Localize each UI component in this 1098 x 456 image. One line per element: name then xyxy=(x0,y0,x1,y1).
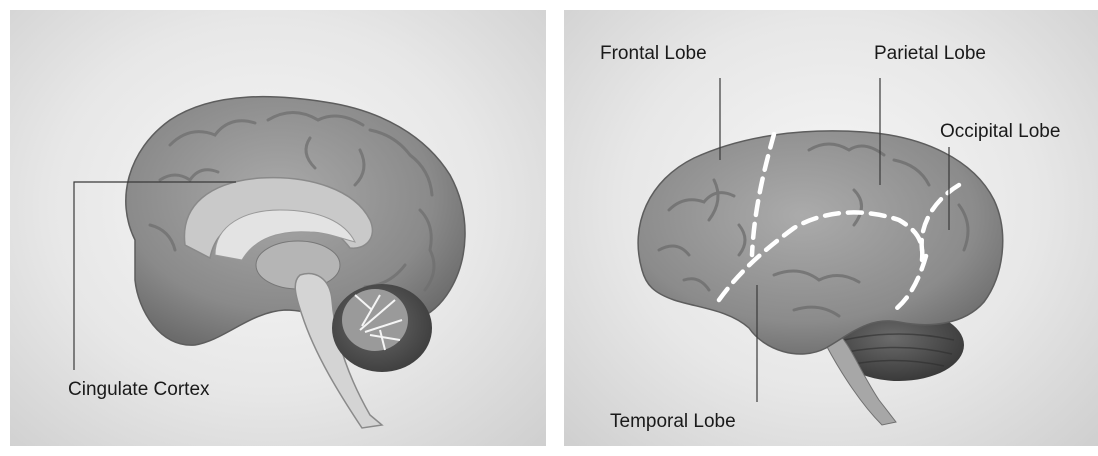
frontal-lobe-label: Frontal Lobe xyxy=(600,44,707,63)
arbor-vitae xyxy=(342,289,408,351)
lateral-brain-panel: Frontal Lobe Parietal Lobe Occipital Lob… xyxy=(564,10,1098,446)
lateral-brain-illustration xyxy=(564,10,1098,446)
midsagittal-brain-panel: Cingulate Cortex xyxy=(10,10,546,446)
temporal-lobe-label: Temporal Lobe xyxy=(610,412,736,431)
parietal-lobe-label: Parietal Lobe xyxy=(874,44,986,63)
occipital-lobe-label: Occipital Lobe xyxy=(940,122,1060,141)
cingulate-cortex-label: Cingulate Cortex xyxy=(68,380,210,399)
cerebrum-lateral-surface xyxy=(638,131,1003,354)
